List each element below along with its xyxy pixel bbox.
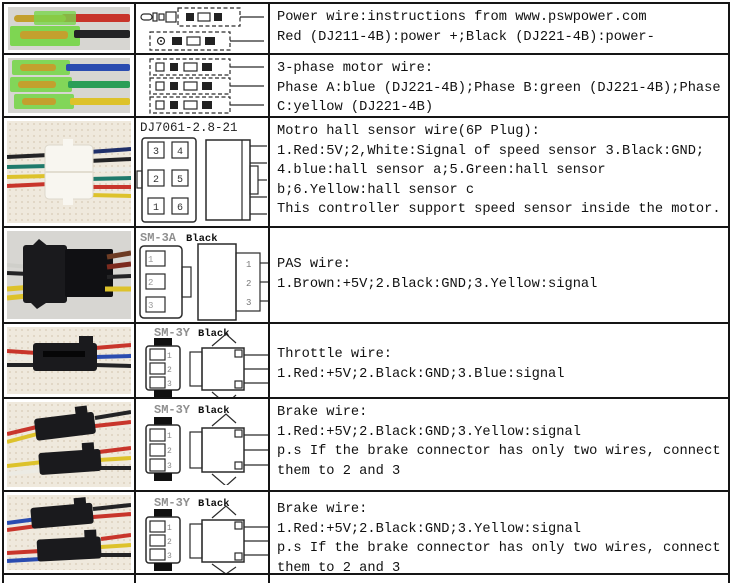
pin-number: 1	[153, 203, 159, 214]
description-cell: Brake wire: 1.Red:+5V;2.Black:GND;3.Yell…	[270, 399, 728, 490]
diagram-color-label: Black	[186, 233, 218, 245]
photo-cell	[4, 575, 136, 583]
bullet-connector-schematic	[140, 7, 264, 51]
photo-cell	[4, 399, 136, 490]
description-line: 1.Brown:+5V;2.Black:GND;3.Yellow:signal	[277, 276, 598, 292]
description-line: Phase A:blue (DJ221-4B);Phase B:green (D…	[277, 80, 721, 96]
description-cell: Throttle wire: 1.Red:+5V;2.Black:GND;3.B…	[270, 324, 728, 397]
description-line: them to 2 and 3	[277, 560, 401, 574]
diagram-cell	[136, 55, 270, 116]
brake-connector-photo-image	[7, 402, 131, 487]
throttle-connector-photo-image	[7, 327, 131, 394]
pin-number: 3	[167, 462, 172, 471]
description-cell: 3-phase motor wire: Phase A:blue (DJ221-…	[270, 55, 728, 116]
pin-number: 2	[167, 538, 172, 547]
photo-cell	[4, 118, 136, 226]
diagram-cell: SM-3Y Black 1 2 3	[136, 492, 270, 573]
pin-number: 5	[177, 175, 183, 186]
description-cell: PAS wire: 1.Brown:+5V;2.Black:GND;3.Yell…	[270, 228, 728, 322]
table-row-pas-wire: SM-3A Black 1 2 3 1 2 3 PAS wir	[4, 228, 728, 324]
diagram-part-label: SM-3Y	[154, 403, 191, 417]
pin-number: 4	[177, 147, 183, 158]
pin-number: 2	[148, 278, 153, 288]
description-line: Brake wire:	[277, 405, 368, 420]
description-line: 3-phase motor wire:	[277, 61, 434, 76]
diagram-color-label: Black	[198, 498, 230, 510]
diagram-cell	[136, 575, 270, 583]
description-line: This controller support speed sensor ins…	[277, 202, 721, 217]
description-line: 1.Red:+5V;2.Black:GND;3.Yellow:signal	[277, 424, 581, 440]
pin-number: 3	[167, 380, 172, 389]
brake-connector-photo-image	[7, 495, 131, 570]
sm3y-connector-diagram: SM-3Y Black 1 2 3	[145, 403, 268, 485]
description-cell: Brake wire: 1.Red:+5V;2.Black:GND;3.Yell…	[270, 492, 728, 573]
description-cell: Power wire:instructions from www.pswpowe…	[270, 4, 728, 53]
description-line: Throttle wire:	[277, 347, 392, 362]
diagram-part-label: DJ7061-2.8-21	[140, 121, 238, 135]
bullet-connector-schematic-x3	[149, 58, 264, 114]
photo-cell	[4, 324, 136, 397]
diagram-cell: SM-3A Black 1 2 3 1 2 3	[136, 228, 270, 322]
description-line: PAS wire:	[277, 257, 351, 272]
photo-cell	[4, 55, 136, 116]
pin-number: 3	[153, 147, 159, 158]
pas-connector-photo-image	[7, 231, 131, 319]
sm3a-connector-diagram: SM-3A Black 1 2 3 1 2 3	[139, 231, 268, 321]
description-cell: Motro hall sensor wire(6P Plug): 1.Red:5…	[270, 118, 728, 226]
photo-cell	[4, 492, 136, 573]
description-line: p.s If the brake connector has only two …	[277, 541, 721, 556]
pin-number: 3	[167, 552, 172, 561]
description-line: 1.Red:+5V;2.Black:GND;3.Blue:signal	[277, 366, 565, 382]
description-line: them to 2 and 3	[277, 463, 401, 479]
pin-number: 3	[246, 298, 251, 308]
sm3y-connector-diagram: SM-3Y Black 1 2 3	[145, 326, 268, 397]
description-line: Red (DJ211-4B):power +;Black (DJ221-4B):…	[277, 29, 655, 45]
description-line: 4.blue:hall sensor a;5.Green:hall sensor	[277, 163, 606, 178]
diagram-color-label: Black	[198, 405, 230, 417]
table-row-brake-wire-2: SM-3Y Black 1 2 3	[4, 492, 728, 575]
hall-connector-photo-image	[7, 121, 131, 223]
pin-number: 2	[167, 447, 172, 456]
diagram-color-label: Black	[198, 328, 230, 340]
motor-connector-photo-image	[8, 58, 130, 113]
table-row-clipped	[4, 575, 728, 583]
diagram-part-label: SM-3Y	[154, 326, 191, 340]
description-line: 1.Red:+5V;2.Black:GND;3.Yellow:signal	[277, 521, 581, 537]
diagram-cell: DJ7061-2.8-21 3 4 2 5 1 6	[136, 118, 270, 226]
pin-number: 1	[148, 255, 153, 265]
dj7061-connector-diagram: DJ7061-2.8-21 3 4 2 5 1 6	[136, 121, 267, 223]
pin-number: 1	[246, 260, 251, 270]
table-row-brake-wire-1: SM-3Y Black 1 2 3	[4, 399, 728, 492]
description-line: C:yellow (DJ221-4B)	[277, 100, 434, 115]
pin-number: 1	[167, 352, 172, 361]
diagram-cell: SM-3Y Black 1 2 3	[136, 399, 270, 490]
table-row-hall-sensor-wire: DJ7061-2.8-21 3 4 2 5 1 6	[4, 118, 728, 228]
pin-number: 2	[153, 175, 159, 186]
pin-number: 1	[167, 524, 172, 533]
description-line: Brake wire:	[277, 502, 368, 517]
description-cell	[270, 575, 728, 583]
power-connector-photo-image	[8, 7, 130, 50]
description-line: p.s If the brake connector has only two …	[277, 444, 721, 459]
diagram-part-label: SM-3A	[140, 231, 177, 245]
pin-number: 1	[167, 432, 172, 441]
diagram-cell	[136, 4, 270, 53]
sm3y-connector-diagram: SM-3Y Black 1 2 3	[145, 496, 268, 573]
diagram-part-label: SM-3Y	[154, 496, 191, 510]
pin-number: 2	[167, 366, 172, 375]
description-line: Motro hall sensor wire(6P Plug):	[277, 124, 540, 139]
description-line: b;6.Yellow:hall sensor c	[277, 182, 475, 198]
pin-number: 2	[246, 279, 251, 289]
photo-cell	[4, 4, 136, 53]
pin-number: 3	[148, 301, 153, 311]
photo-cell	[4, 228, 136, 322]
description-line: 1.Red:5V;2,White:Signal of speed sensor …	[277, 143, 705, 159]
pin-number: 6	[177, 203, 183, 214]
description-line: Power wire:instructions from www.pswpowe…	[277, 10, 647, 25]
diagram-cell: SM-3Y Black 1 2 3	[136, 324, 270, 397]
table-row-power-wire: Power wire:instructions from www.pswpowe…	[4, 4, 728, 55]
table-row-throttle-wire: SM-3Y Black 1 2 3	[4, 324, 728, 399]
table-row-motor-wire: 3-phase motor wire: Phase A:blue (DJ221-…	[4, 55, 728, 118]
